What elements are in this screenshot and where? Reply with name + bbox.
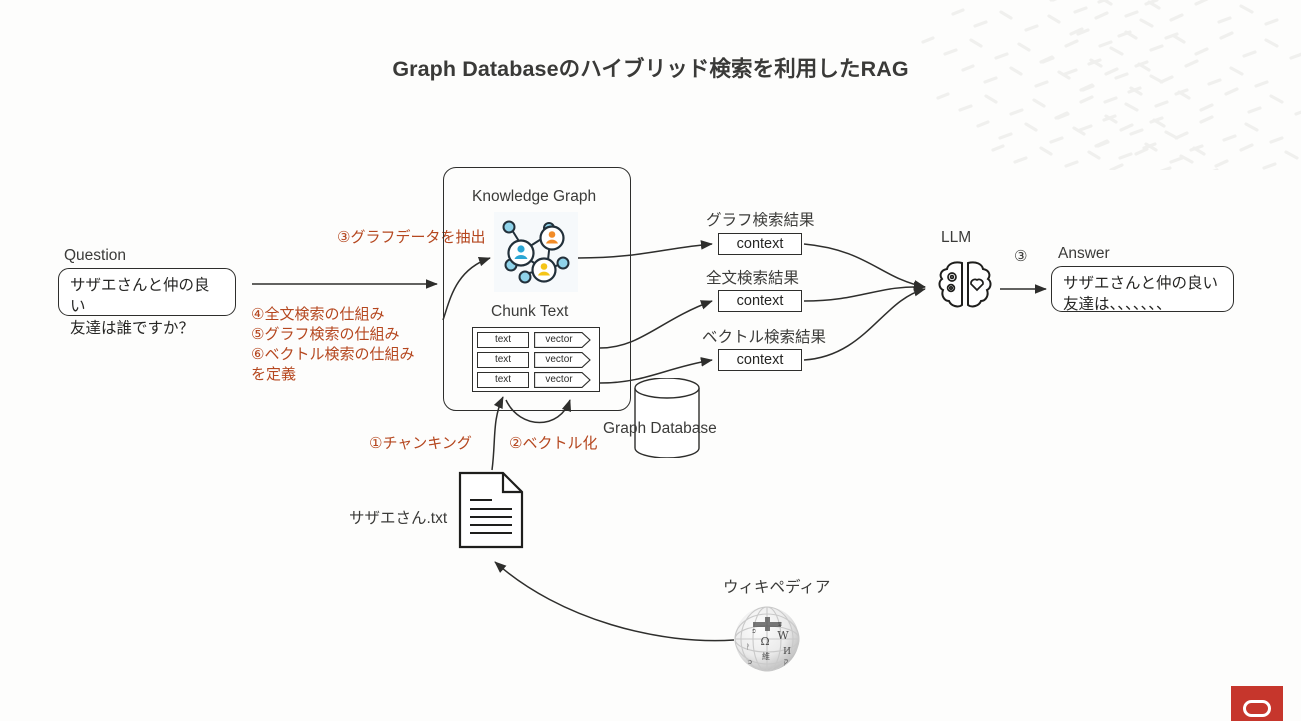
svg-text:W: W <box>777 629 789 642</box>
chunk-text-table: text vector text vector text <box>472 327 600 392</box>
annotation-step2-vectorize: ②ベクトル化 <box>509 435 598 452</box>
svg-text:ᚹ: ᚹ <box>746 643 750 651</box>
chunk-vector-cell: vector <box>534 331 592 348</box>
question-label: Question <box>64 247 127 264</box>
chunk-text-label: Chunk Text <box>491 303 569 320</box>
wire-wikipedia-to-doc <box>494 561 735 642</box>
circled-step-three: ③ <box>1014 248 1028 265</box>
llm-label: LLM <box>941 229 972 246</box>
fulltext-result-label: 全文検索結果 <box>706 270 800 287</box>
knowledge-graph-label: Knowledge Graph <box>472 188 597 205</box>
chunk-vector-label: vector <box>545 374 573 385</box>
background-watermark <box>921 0 1301 170</box>
graph-context-box: context <box>718 233 802 255</box>
svg-text:維: 維 <box>762 651 770 661</box>
knowledge-graph-container <box>443 167 631 411</box>
brand-logo-inner <box>1243 700 1271 717</box>
wikipedia-label: ウィキペディア <box>723 579 831 596</box>
chunk-text-cell: text <box>477 351 529 368</box>
graph-result-label: グラフ検索結果 <box>706 212 815 229</box>
wire-vector-ctx-to-llm <box>803 287 926 361</box>
answer-bubble: サザエさんと仲の良い 友達は、、、、、、、 <box>1051 266 1234 313</box>
svg-text:ɔ: ɔ <box>748 658 752 666</box>
answer-label: Answer <box>1058 245 1110 262</box>
brain-icon <box>938 261 992 308</box>
source-file-name: サザエさん.txt <box>349 510 448 527</box>
chunk-vector-label: vector <box>545 354 573 365</box>
database-cylinder-icon <box>634 378 700 458</box>
chunk-vector-cell: vector <box>534 351 592 368</box>
fulltext-context-box: context <box>718 290 802 312</box>
wikipedia-globe-icon: Ω W И 維 ᚹ פ ע ק ɔ <box>734 606 800 672</box>
knowledge-graph-icon <box>494 212 578 292</box>
chunk-vector-label: vector <box>545 334 573 345</box>
svg-text:Ω: Ω <box>760 635 769 648</box>
page-title: Graph Databaseのハイブリッド検索を利用したRAG <box>392 57 909 81</box>
document-icon <box>458 471 524 549</box>
svg-text:И: И <box>783 647 791 657</box>
vector-context-box: context <box>718 349 802 371</box>
annotation-step3: ③グラフデータを抽出 <box>337 229 486 246</box>
chunk-text-cell: text <box>477 371 529 388</box>
wire-fulltext-ctx-to-llm <box>803 281 926 302</box>
chunk-vector-cell: vector <box>534 371 592 388</box>
annotation-steps-456: ④全文検索の仕組み ⑤グラフ検索の仕組み ⑥ベクトル検索の仕組み を定義 <box>251 306 415 383</box>
table-row: text vector <box>477 371 595 388</box>
question-bubble: サザエさんと仲の良い 友達は誰ですか？ <box>58 268 236 337</box>
table-row: text vector <box>477 331 595 348</box>
wire-graph-ctx-to-llm <box>803 243 926 290</box>
vector-result-label: ベクトル検索結果 <box>702 329 827 346</box>
table-row: text vector <box>477 351 595 368</box>
chunk-text-cell: text <box>477 331 529 348</box>
brand-logo-icon <box>1231 686 1283 721</box>
database-label: Graph Database <box>603 420 717 437</box>
annotation-step1-chunking: ①チャンキング <box>369 435 472 452</box>
svg-text:פ: פ <box>752 627 756 635</box>
svg-text:ק: ק <box>784 657 788 666</box>
